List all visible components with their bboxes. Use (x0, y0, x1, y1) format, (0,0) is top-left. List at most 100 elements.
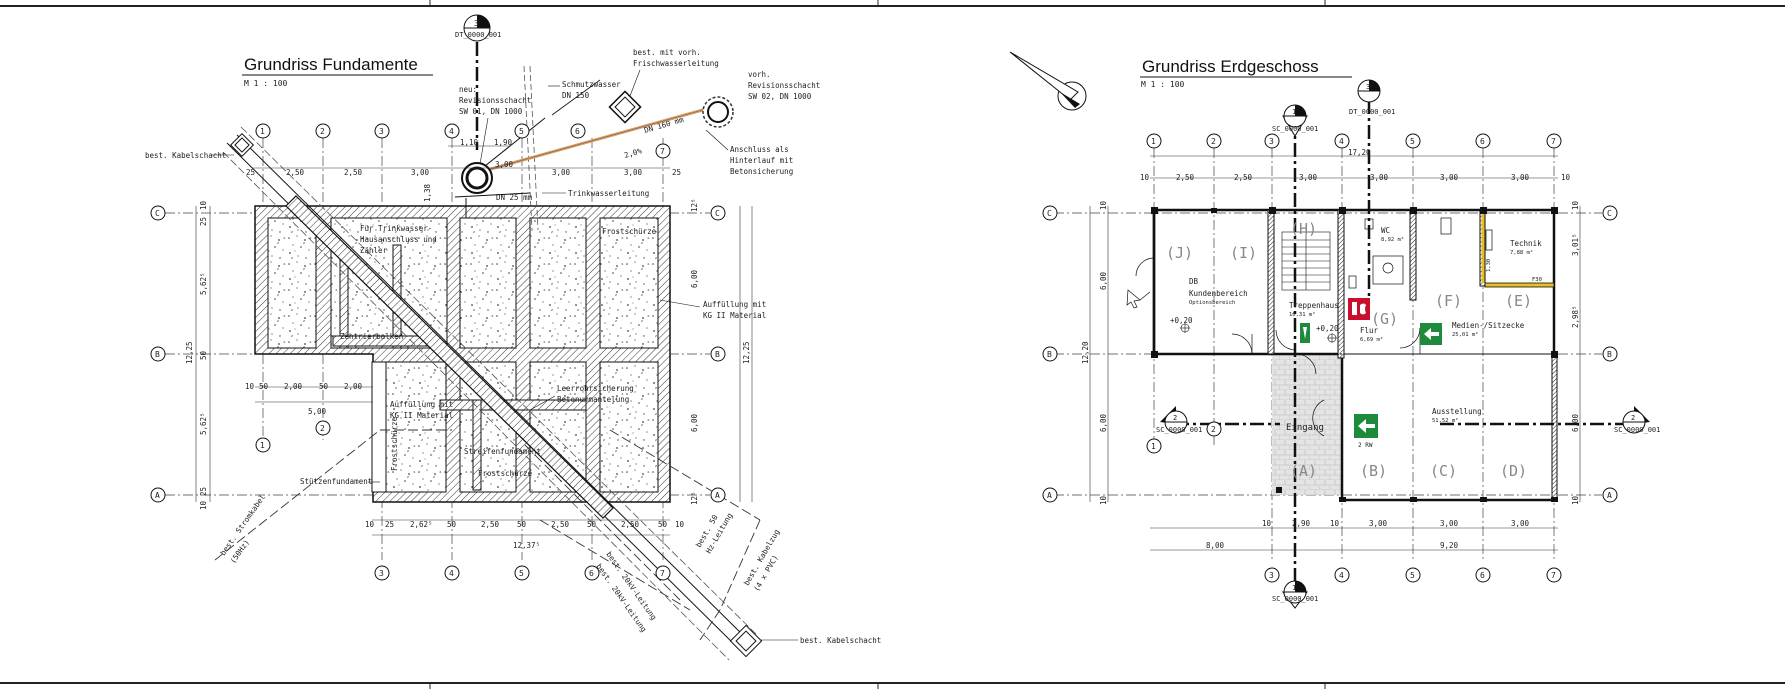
svg-text:7: 7 (1551, 137, 1556, 146)
svg-text:3: 3 (1366, 83, 1370, 91)
left-axis-low-1: 1 (255, 437, 271, 453)
left-axis-bottom-3: 3 (374, 565, 390, 581)
ldim-right-2: 6,00 (690, 413, 699, 432)
exit-arrow-icon-2 (1354, 414, 1378, 438)
room-technik-1: Technik (1510, 239, 1542, 248)
room-medien-2: 25,01 m² (1452, 331, 1479, 338)
ldim-left-0: 10 (199, 200, 208, 210)
rdim-left-0: 10 (1099, 200, 1108, 210)
ground-floor-plan: Grundriss Erdgeschoss M 1 : 100 (1009, 51, 1660, 609)
room-technik-2: 7,88 m² (1510, 249, 1533, 256)
lbl-frost-1: Frostschürze (602, 227, 657, 236)
svg-text:4: 4 (1339, 571, 1344, 580)
ldim-lm-4: 2,00 (344, 382, 363, 391)
rdim-left-4: 10 (1099, 495, 1108, 505)
pipes (454, 65, 718, 231)
lbl-kabel-bottom: best. Kabelschacht (800, 636, 881, 645)
svg-text:5: 5 (519, 127, 524, 136)
ldim-lm-1: 50 (259, 382, 269, 391)
right-axis-A-right: A (1602, 487, 1618, 503)
lbl-anschluss-1: Anschluss als (730, 145, 789, 154)
right-axis-A-left: A (1042, 487, 1058, 503)
lbl-auffuell-c-1: Auffüllung mit (390, 400, 453, 409)
room-db-3: Optionsbereich (1189, 300, 1235, 306)
cable-shaft-bottom (729, 624, 763, 658)
rsec-1-top: 1 SC_0000_001 (1272, 104, 1318, 137)
left-axis-top-3: 3 (374, 123, 390, 139)
svg-text:C: C (715, 209, 720, 218)
rdim-b1-4: 3,00 (1440, 519, 1459, 528)
ldim-top-2: 2,50 (344, 168, 363, 177)
rdim-right-2: 2,98⁵ (1571, 305, 1580, 328)
ldim-top-5: 1,90 (494, 138, 513, 147)
ldim-left-4: 5,62⁵ (199, 412, 208, 435)
svg-text:2: 2 (320, 127, 325, 136)
rdim-b1-1: 2,90 (1292, 519, 1311, 528)
columns (1151, 207, 1558, 502)
rdim-top-1: 2,50 (1176, 173, 1195, 182)
cable-shaft-top (229, 132, 255, 158)
room-wc-2: 8,92 m² (1381, 236, 1404, 243)
lbl-auffuell-r-2: KG II Material (703, 311, 766, 320)
revision-shaft-new (461, 162, 493, 194)
left-dimensions: 25 2,50 2,50 3,00 1,10 1,90 3,00 3,00 25… (185, 138, 753, 550)
lbl-streifen: Streifenfundament (464, 447, 541, 456)
ldim-top-0: 25 (246, 168, 255, 177)
ldim-right-total: 12,25 (742, 341, 751, 364)
ldim-top-8: 25 (672, 168, 681, 177)
room-C: (C) (1430, 462, 1457, 480)
ldim-bottom-1: 25 (385, 520, 394, 529)
ldim-left-2: 5,62⁵ (199, 272, 208, 295)
lbl-neu-rev-1: neu: (459, 85, 477, 94)
lbl-dn160: DN 160 mm (643, 115, 685, 135)
room-flur-1: Flur (1360, 326, 1379, 335)
rdim-b1-3: 3,00 (1369, 519, 1388, 528)
right-section-markers: 1 SC_0000_001 3 DT_0000_001 2 SC_0000_00… (1156, 79, 1660, 609)
svg-text:7: 7 (1551, 571, 1556, 580)
ldim-bottom-3: 50 (447, 520, 457, 529)
ldim-misc-300: 3,00 (495, 160, 514, 169)
lbl-frisch-1: best. mit vorh. (633, 48, 701, 57)
room-H: (H) (1290, 220, 1317, 238)
room-db-1: DB (1189, 277, 1199, 286)
svg-text:2: 2 (1173, 414, 1177, 422)
room-wc-1: WC (1381, 226, 1390, 235)
emergency-exit-icon (1300, 323, 1310, 343)
right-axis-top-1: 1 (1146, 133, 1162, 149)
svg-text:3: 3 (379, 127, 384, 136)
svg-text:SC_0000_001: SC_0000_001 (1272, 125, 1318, 133)
left-axis-B-left: B (150, 346, 166, 362)
right-axis-top-2: 2 (1206, 133, 1222, 149)
left-axis-top-2: 2 (315, 123, 331, 139)
svg-text:C: C (1047, 209, 1052, 218)
left-axis-bottom-4: 4 (444, 565, 460, 581)
ldim-top-1: 2,50 (286, 168, 305, 177)
section-cut-lines (1175, 100, 1635, 600)
foundation-plan: Grundriss Fundamente M 1 : 100 3 DT_0000… (145, 14, 881, 661)
room-flur-2: 6,69 m² (1360, 336, 1383, 343)
exit-arrow-icon-1 (1420, 323, 1442, 345)
left-axis-top-4: 4 (444, 123, 460, 139)
left-axis-top-1: 1 (255, 123, 271, 139)
svg-text:2: 2 (1631, 414, 1635, 422)
room-medien-1: Medien-/Sitzecke (1452, 321, 1525, 330)
lbl-schmutz-2: DN 150 (562, 91, 590, 100)
lbl-vorh-rev-3: SW 02, DN 1000 (748, 92, 812, 101)
ldim-bottom-7: 50 (587, 520, 597, 529)
svg-text:B: B (1607, 350, 1612, 359)
lbl-auffuell-r-1: Auffüllung mit (703, 300, 766, 309)
staircase (1281, 231, 1331, 291)
rdim-b1-5: 3,00 (1511, 519, 1530, 528)
rsec-1-bottom: 1 SC_0000_001 (1272, 580, 1318, 609)
svg-text:4: 4 (1339, 137, 1344, 146)
left-axis-C-right: C (710, 205, 726, 221)
ldim-lm-0: 10 (245, 382, 255, 391)
wc-fixtures (1348, 217, 1493, 289)
lbl-fuer-2: Hausanschluss und (360, 235, 437, 244)
rdim-b2-0: 8,00 (1206, 541, 1225, 550)
rdim-right-4: 10 (1571, 495, 1580, 505)
left-axis-top-6: 6 (570, 123, 586, 139)
right-axis-top-5: 5 (1405, 133, 1421, 149)
left-axis-B-right: B (710, 346, 726, 362)
